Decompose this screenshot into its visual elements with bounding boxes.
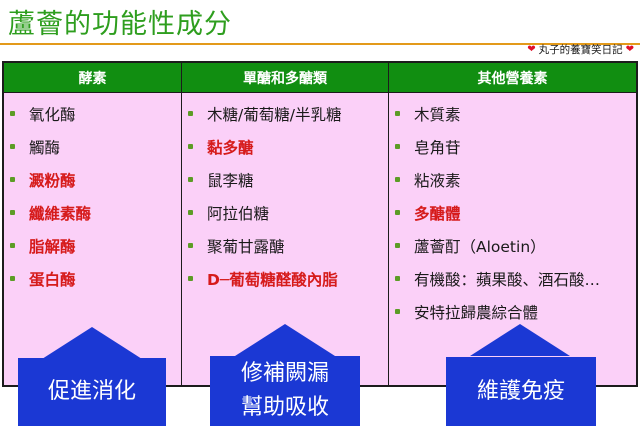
item-text: 木糖/葡萄糖/半乳糖 [207,105,342,124]
list-item: 脂解酶 [10,229,181,262]
bullet-icon [10,111,15,116]
bullet-icon [188,111,193,116]
list-item: 聚葡甘露醣 [188,229,388,262]
bullet-icon [395,243,400,248]
item-text: 觸酶 [29,138,61,157]
list-item: 多醣體 [395,196,636,229]
list-item: 阿拉伯糖 [188,196,388,229]
list-item: 黏多醣 [188,130,388,163]
list-item: 粘液素 [395,163,636,196]
item-text: 蘆薈酊（Aloetin） [414,237,546,256]
list-item: D─葡萄糖醛酸內脂 [188,262,388,295]
column-header: 單醣和多醣類 [182,63,388,93]
list-item: 木質素 [395,97,636,130]
bullet-icon [188,210,193,215]
bullet-icon [188,243,193,248]
item-text: 安特拉歸農綜合體 [414,303,539,322]
column-other-nutrients: 其他營養素 木質素皂角苷粘液素多醣體蘆薈酊（Aloetin） 有機酸：蘋果酸、酒石… [389,63,636,385]
up-arrow-icon [235,324,335,356]
item-text: 澱粉酶 [29,171,76,190]
bullet-icon [395,177,400,182]
callout-text: 幫助吸收 [240,395,329,420]
bullet-icon [395,144,400,149]
title-divider [0,43,640,45]
bullet-icon [395,210,400,215]
bullet-icon [188,144,193,149]
item-text: 多醣體 [414,204,461,223]
item-list: 木質素皂角苷粘液素多醣體蘆薈酊（Aloetin） 有機酸：蘋果酸、酒石酸… 安特拉歸… [389,93,636,328]
list-item: 氧化酶 [10,97,181,130]
item-text: 蛋白酶 [29,270,76,289]
list-item: 安特拉歸農綜合體 [395,295,636,328]
list-item: 木糖/葡萄糖/半乳糖 [188,97,388,130]
item-text: 鼠李糖 [207,171,254,190]
heart-icon: ❤ [625,44,634,55]
item-text: 纖維素酶 [29,204,92,223]
bullet-icon [10,243,15,248]
bullet-icon [10,210,15,215]
list-item: 鼠李糖 [188,163,388,196]
bullet-icon [395,309,400,314]
callout-box: 促進消化 [18,358,166,426]
list-item: 有機酸：蘋果酸、酒石酸… [395,262,636,295]
list-item: 澱粉酶 [10,163,181,196]
callout-box: 維護免疫 [446,357,596,426]
column-header: 其他營養素 [389,63,636,93]
item-text: 聚葡甘露醣 [207,237,285,256]
item-list: 氧化酶觸酶澱粉酶纖維素酶脂解酶蛋白酶 [4,93,181,295]
bullet-icon [395,111,400,116]
item-text: 阿拉伯糖 [207,204,270,223]
column-enzymes: 酵素 氧化酶觸酶澱粉酶纖維素酶脂解酶蛋白酶 [4,63,182,385]
list-item: 蛋白酶 [10,262,181,295]
item-text: D─葡萄糖醛酸內脂 [207,270,338,289]
credit-line: ❤ 丸子的養寶笑日記 ❤ [527,42,634,57]
item-text: 脂解酶 [29,237,76,256]
bullet-icon [188,276,193,281]
callout-text: 修補闕漏 [240,361,329,386]
heart-icon: ❤ [527,44,536,55]
callout-text: 促進消化 [47,379,136,404]
item-text: 粘液素 [414,171,461,190]
component-table: 酵素 氧化酶觸酶澱粉酶纖維素酶脂解酶蛋白酶 單醣和多醣類 木糖/葡萄糖/半乳糖黏… [2,61,638,387]
list-item: 纖維素酶 [10,196,181,229]
list-item: 觸酶 [10,130,181,163]
column-header: 酵素 [4,63,181,93]
up-arrow-icon [470,324,570,356]
credit-text: 丸子的養寶笑日記 [538,44,623,56]
item-text: 黏多醣 [207,138,254,157]
list-item: 皂角苷 [395,130,636,163]
bullet-icon [10,177,15,182]
list-item: 蘆薈酊（Aloetin） [395,229,636,262]
callout-box: 修補闕漏 幫助吸收 [210,356,360,426]
item-text: 木質素 [414,105,461,124]
bullet-icon [10,144,15,149]
item-text: 氧化酶 [29,105,76,124]
item-list: 木糖/葡萄糖/半乳糖黏多醣鼠李糖阿拉伯糖聚葡甘露醣 D─葡萄糖醛酸內脂 [182,93,388,295]
bullet-icon [10,276,15,281]
item-text: 有機酸：蘋果酸、酒石酸… [414,270,601,289]
bullet-icon [188,177,193,182]
item-text: 皂角苷 [414,138,461,157]
slide-title: 蘆薈的功能性成分 [8,9,232,40]
up-arrow-icon [42,327,142,359]
bullet-icon [395,276,400,281]
callout-text: 維護免疫 [476,378,565,404]
